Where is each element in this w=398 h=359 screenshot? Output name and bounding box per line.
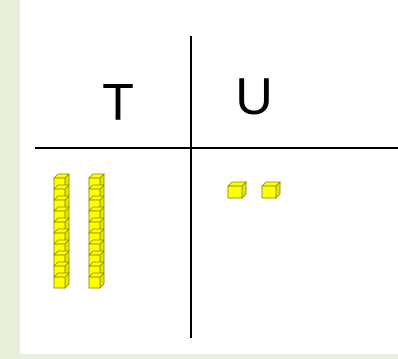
rod-cube [89, 273, 104, 288]
tens-rod [54, 174, 69, 288]
tens-rod [89, 174, 104, 288]
rod-cube [54, 273, 69, 288]
unit-cube [262, 182, 280, 198]
units-header: U [235, 68, 273, 126]
white-panel [20, 0, 398, 354]
unit-cube [228, 182, 246, 198]
tens-header: T [102, 74, 134, 132]
